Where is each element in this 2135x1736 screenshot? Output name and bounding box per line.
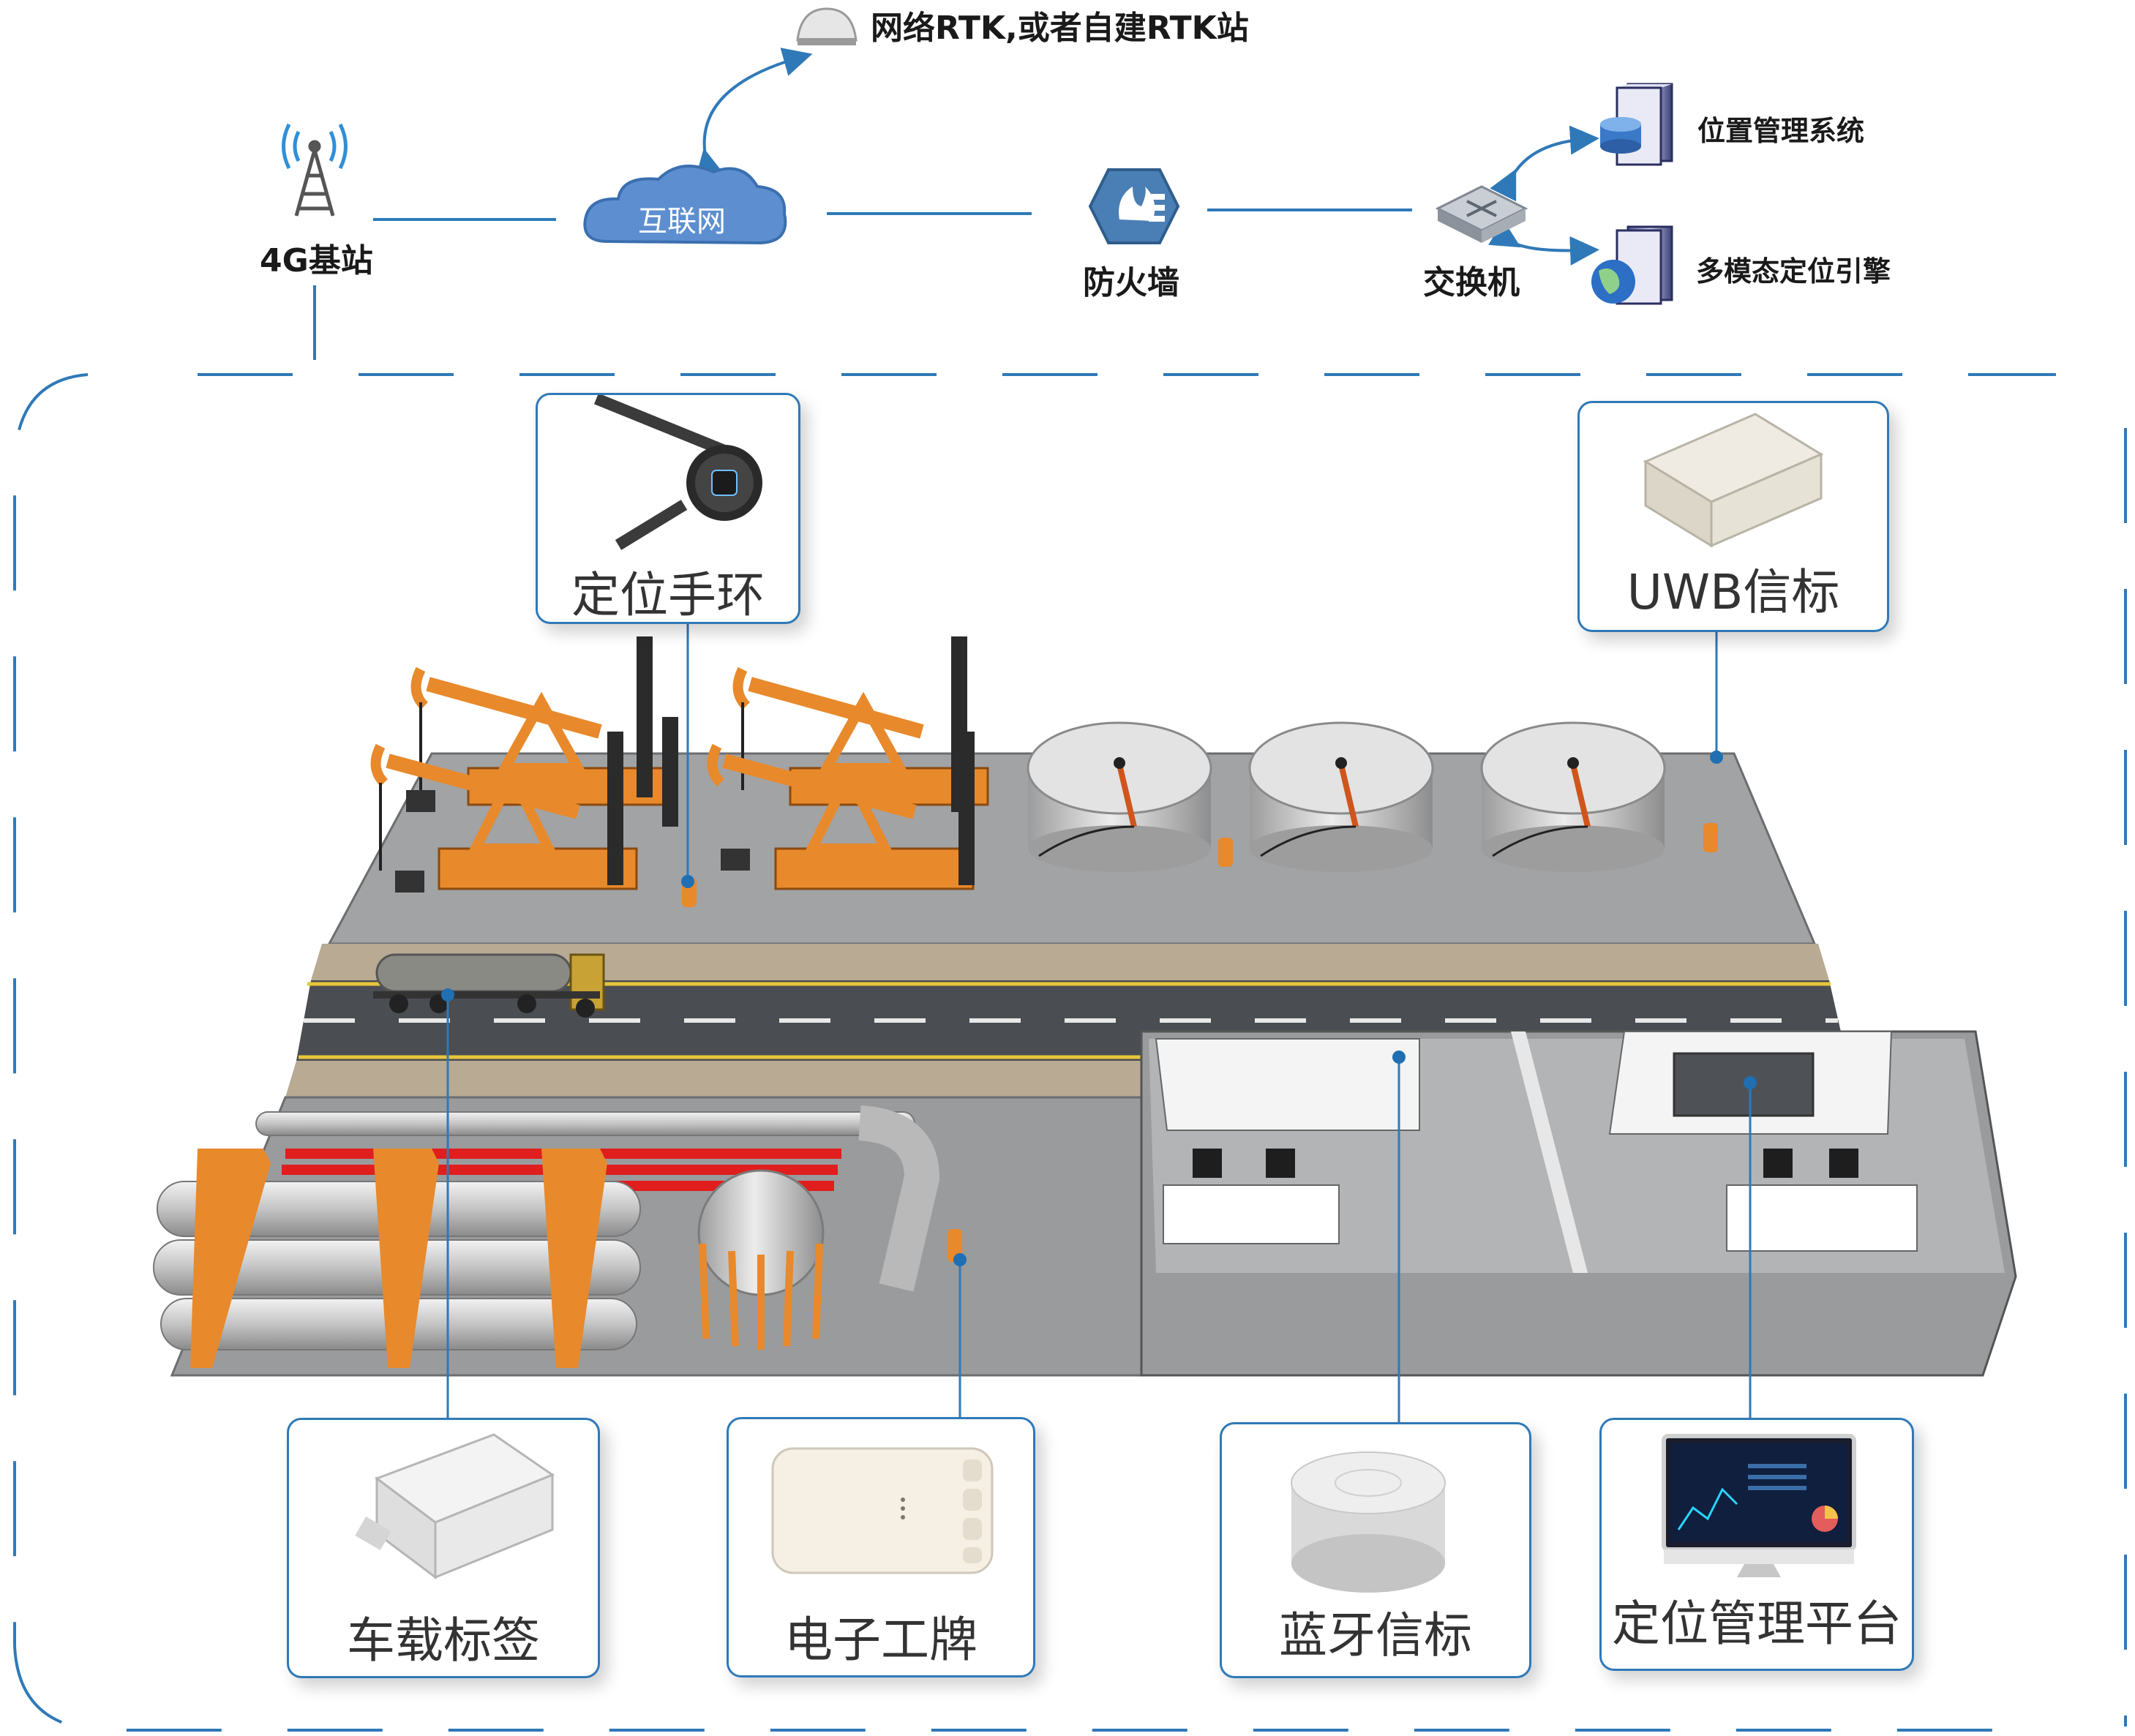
platform-card: 定位管理平台	[1599, 1418, 1914, 1671]
tanker-truck	[373, 953, 605, 1018]
callout-dots	[441, 751, 1757, 1266]
server-database-icon	[1600, 83, 1673, 166]
base-station-label: 4G基站	[260, 242, 373, 279]
vehicle-tag-card: 车载标签	[287, 1418, 600, 1678]
ble-beacon-label: 蓝牙信标	[1279, 1607, 1472, 1664]
office-building	[1140, 1030, 2017, 1377]
firewall-icon	[1088, 168, 1180, 244]
callout-lines	[446, 622, 1752, 1422]
wristband-label: 定位手环	[571, 567, 765, 623]
platform-label: 定位管理平台	[1612, 1596, 1902, 1652]
badge-card: 电子工牌	[727, 1417, 1035, 1677]
badge-label: 电子工牌	[784, 1612, 978, 1668]
gnss-antenna-icon	[796, 7, 858, 45]
internet-label: 互联网	[638, 205, 726, 238]
uwb-beacon-card: UWB信标	[1577, 401, 1889, 632]
site-boundary	[13, 373, 2127, 1732]
switch-icon	[1435, 185, 1528, 243]
engine-label: 多模态定位引擎	[1696, 255, 1891, 288]
vehicle-tag-label: 车载标签	[347, 1612, 540, 1669]
network-links	[313, 48, 1599, 360]
ble-beacon-image	[1291, 1451, 1446, 1593]
vehicle-tag-image	[355, 1433, 555, 1579]
rtk-label: 网络RTK,或者自建RTK站	[871, 10, 1249, 47]
location-system-label: 位置管理系统	[1697, 115, 1865, 147]
firewall-label: 防火墙	[1083, 264, 1179, 301]
switch-label: 交换机	[1423, 264, 1520, 301]
antenna-tower-icon	[282, 123, 348, 217]
pumpjacks	[370, 636, 989, 893]
wristband-image	[593, 393, 762, 550]
uwb-beacon-label: UWB信标	[1626, 564, 1840, 620]
storage-tanks	[1027, 721, 1666, 872]
wristband-card: 定位手环	[536, 393, 800, 624]
pipes-area	[153, 1105, 940, 1368]
uwb-beacon-image	[1643, 413, 1824, 548]
ble-beacon-card: 蓝牙信标	[1220, 1422, 1531, 1678]
badge-image	[771, 1447, 994, 1574]
server-globe-icon	[1591, 225, 1673, 305]
cloud-icon	[583, 165, 787, 245]
platform-monitor-image	[1662, 1434, 1856, 1577]
